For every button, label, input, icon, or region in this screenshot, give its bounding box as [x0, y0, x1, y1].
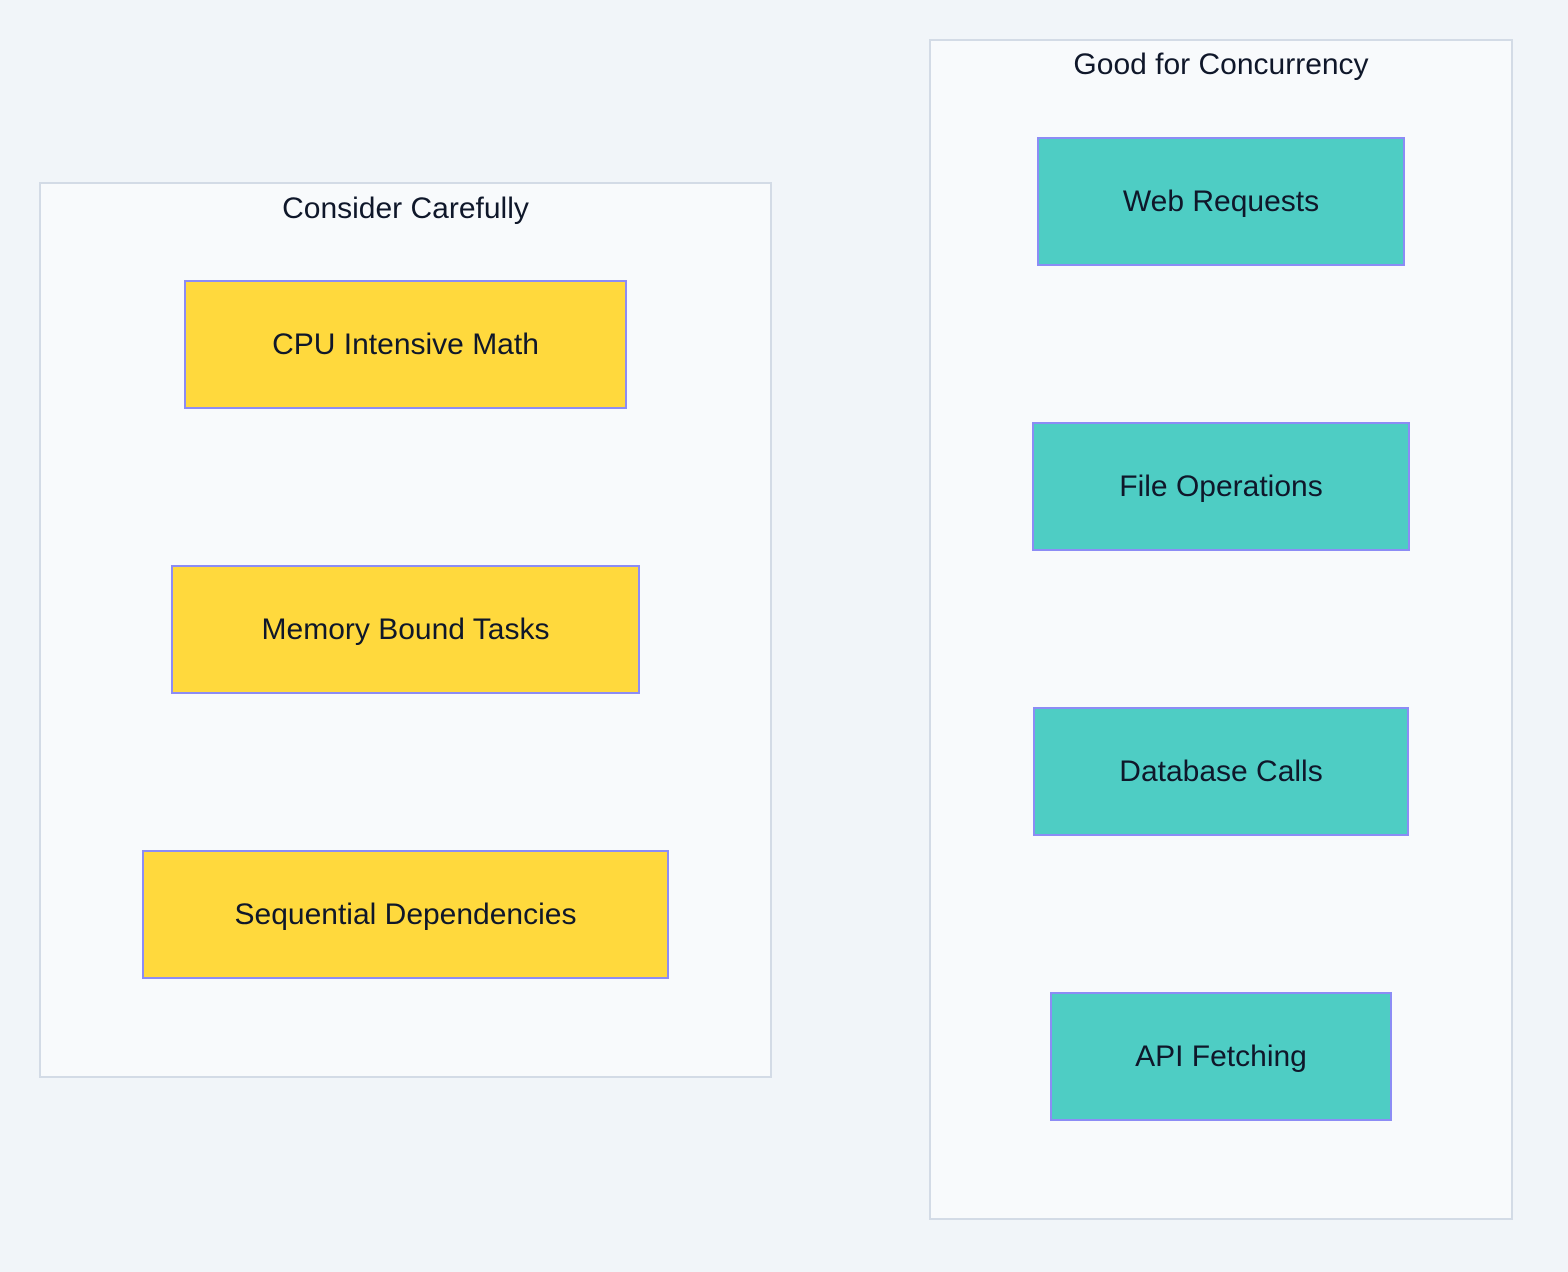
node-cpu-intensive-math: CPU Intensive Math — [184, 280, 627, 409]
cluster-title: Good for Concurrency — [1073, 48, 1369, 81]
node-file-operations: File Operations — [1032, 422, 1410, 551]
node-memory-bound-tasks: Memory Bound Tasks — [171, 565, 640, 694]
cluster-title: Consider Carefully — [282, 192, 529, 225]
node-sequential-dependencies: Sequential Dependencies — [142, 850, 669, 979]
node-api-fetching: API Fetching — [1050, 992, 1392, 1121]
node-database-calls: Database Calls — [1033, 707, 1409, 836]
node-web-requests: Web Requests — [1037, 137, 1405, 266]
